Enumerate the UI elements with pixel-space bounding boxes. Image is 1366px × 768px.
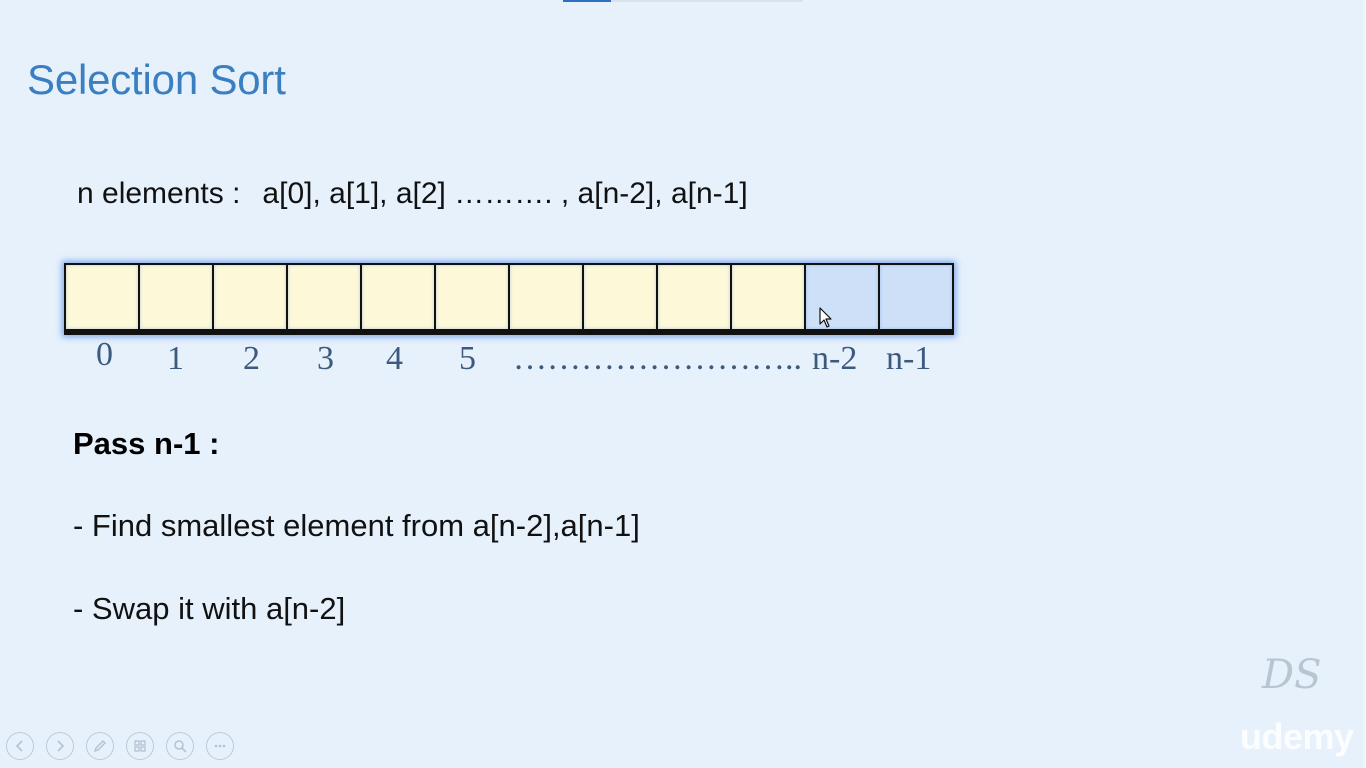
slideshow-toolbar [6, 732, 234, 760]
more-options-button[interactable] [206, 732, 234, 760]
pass-title: Pass n-1 : [73, 426, 220, 461]
array-index-ellipsis-label: …………………….. [513, 340, 802, 377]
slide-title: Selection Sort [27, 56, 286, 103]
array-cell-4 [360, 265, 434, 329]
elements-line: n elements : a[0], a[1], a[2] ………. , a[n-… [77, 177, 748, 211]
bullet-swap: - Swap it with a[n-2] [73, 591, 346, 626]
array-index-1-label: 1 [167, 340, 184, 377]
slide-edge [1363, 0, 1366, 768]
pen-icon [93, 740, 106, 753]
video-progress-fill [563, 0, 611, 2]
previous-slide-button[interactable] [6, 732, 34, 760]
magnifier-icon [174, 740, 187, 753]
bullet-find-smallest: - Find smallest element from a[n-2],a[n-… [73, 508, 640, 543]
grid-icon [134, 740, 146, 752]
array-cell-11 [878, 265, 952, 329]
array-cell-5 [434, 265, 508, 329]
elements-sequence: a[0], a[1], a[2] ………. , a[n-2], a[n-1] [262, 177, 748, 210]
array-index-4-label: 4 [386, 340, 403, 377]
array-index-3-label: 3 [317, 340, 334, 377]
elements-label: n elements : [77, 177, 241, 210]
next-slide-button[interactable] [46, 732, 74, 760]
array-cell-8 [656, 265, 730, 329]
arrow-right-icon [57, 740, 65, 752]
slides-grid-button[interactable] [126, 732, 154, 760]
ellipsis-icon [214, 744, 226, 748]
array-index-5-label: 5 [459, 340, 476, 377]
array-cell-6 [508, 265, 582, 329]
array-index-0-label: 0 [96, 336, 113, 373]
array-index-n-2-label: n-2 [812, 340, 858, 377]
video-progress-track[interactable] [563, 0, 803, 2]
udemy-watermark: udemy [1240, 716, 1354, 757]
array-cell-0 [66, 265, 138, 329]
array-cell-1 [138, 265, 212, 329]
pen-tool-button[interactable] [86, 732, 114, 760]
array-cell-9 [730, 265, 804, 329]
zoom-button[interactable] [166, 732, 194, 760]
arrow-left-icon [15, 740, 23, 752]
array-diagram [64, 263, 954, 335]
array-cell-7 [582, 265, 656, 329]
array-cell-2 [212, 265, 286, 329]
array-index-n-1-label: n-1 [886, 340, 932, 377]
ds-logo-watermark: DS [1262, 652, 1322, 698]
array-cell-10 [804, 265, 878, 329]
mouse-cursor-icon [819, 307, 832, 328]
array-cell-3 [286, 265, 360, 329]
array-index-2-label: 2 [243, 340, 260, 377]
